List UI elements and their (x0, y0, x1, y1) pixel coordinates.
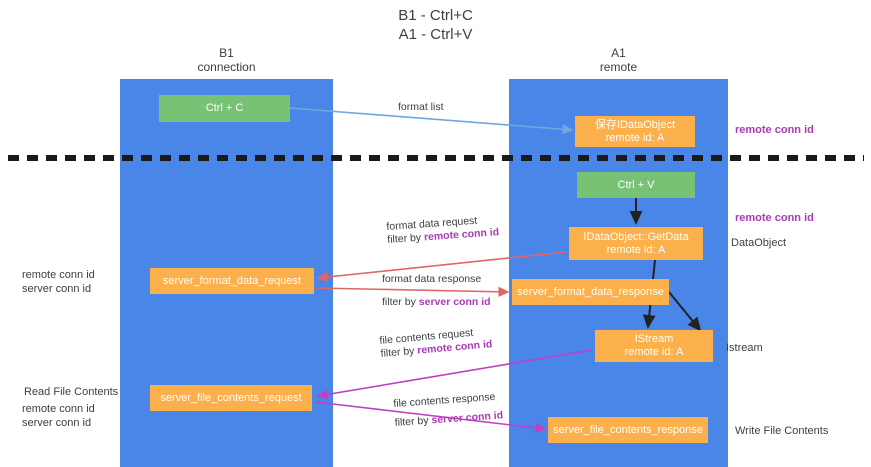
edge-label-format-data-request-filter-prefix: filter by (386, 231, 425, 246)
side-label-left-remote-conn-id-2: remote conn id (22, 403, 95, 415)
arrow-format-list (289, 107, 574, 135)
node-idataobject-getdata-sublabel: remote id: A (606, 243, 666, 256)
node-server-format-data-response[interactable]: server_format_data_response (512, 279, 669, 305)
lane-header-b1: B1 connection (120, 46, 333, 74)
node-ctrl-c-label: Ctrl + C (205, 102, 244, 114)
node-ctrl-v-label: Ctrl + V (617, 178, 655, 191)
page-title: B1 - Ctrl+C A1 - Ctrl+V (0, 6, 871, 44)
side-label-left-conn-ids-bottom: remote conn id server conn id (22, 402, 95, 430)
edge-label-file-contents-response-filter-prefix: filter by (394, 414, 432, 429)
lane-header-b1-role: connection (197, 60, 256, 74)
side-label-remote-conn-id-mid: remote conn id (735, 212, 814, 224)
node-server-file-contents-request-label: server_file_contents_request (160, 391, 302, 404)
node-ctrl-c[interactable]: Ctrl + C (159, 95, 290, 122)
arrow-file-contents-request (316, 349, 593, 400)
node-save-idataobject-label: 保存IDataObject (594, 118, 676, 131)
arrow-file-contents-response (315, 401, 547, 433)
edge-label-format-data-response-filter-prefix: filter by (382, 296, 419, 308)
node-server-format-data-request-label: server_format_data_request (162, 274, 302, 287)
node-idataobject-getdata[interactable]: IDataObject::GetData remote id: A (569, 227, 703, 260)
arrow-format-data-request (316, 251, 567, 283)
node-istream-sublabel: remote id: A (624, 346, 684, 358)
node-server-file-contents-request[interactable]: server_file_contents_request (150, 385, 312, 411)
phase-divider (8, 155, 864, 161)
node-server-file-contents-response-label: server_file_contents_response (553, 423, 703, 436)
node-server-format-data-request[interactable]: server_format_data_request (150, 268, 314, 294)
node-ctrl-v[interactable]: Ctrl + V (577, 172, 695, 198)
lane-header-a1-name: A1 (611, 46, 626, 60)
side-label-left-remote-conn-id-1: remote conn id (22, 269, 95, 281)
title-line-1: B1 - Ctrl+C (398, 7, 473, 24)
side-label-istream: Istream (726, 342, 763, 354)
node-istream[interactable]: IStream remote id: A (595, 330, 713, 362)
side-label-left-server-conn-id-2: server conn id (22, 417, 92, 429)
edge-label-format-data-response-filter-key: server conn id (418, 296, 491, 308)
side-label-read-file-contents: Read File Contents (24, 386, 119, 398)
arrow-format-data-response (315, 286, 510, 297)
lane-header-b1-name: B1 (219, 46, 234, 60)
side-label-left-server-conn-id-1: server conn id (22, 283, 92, 295)
arrow-response-to-istream (668, 291, 702, 332)
edge-label-file-contents-request-filter-prefix: filter by (380, 344, 418, 360)
node-idataobject-getdata-label: IDataObject::GetData (583, 230, 689, 243)
side-label-remote-conn-id-top: remote conn id (735, 124, 814, 136)
edge-label-format-data-response-text: format data response (382, 273, 482, 285)
node-save-idataobject-sublabel: remote id: A (605, 131, 665, 144)
side-label-left-conn-ids-top: remote conn id server conn id (22, 268, 95, 296)
edge-label-format-list-text: format list (398, 101, 444, 113)
node-server-file-contents-response[interactable]: server_file_contents_response (548, 417, 708, 443)
side-label-write-file-contents: Write File Contents (735, 425, 829, 437)
node-istream-label: IStream (634, 333, 674, 345)
node-save-idataobject[interactable]: 保存IDataObject remote id: A (575, 116, 695, 147)
lane-header-a1: A1 remote (509, 46, 728, 74)
edge-label-format-list: format list (398, 101, 444, 114)
lane-header-a1-role: remote (599, 60, 638, 74)
side-label-dataobject: DataObject (731, 237, 787, 249)
node-server-format-data-response-label: server_format_data_response (517, 285, 664, 298)
edge-label-format-data-response: format data response filter by server co… (382, 273, 491, 309)
title-line-2: A1 - Ctrl+V (398, 26, 473, 43)
